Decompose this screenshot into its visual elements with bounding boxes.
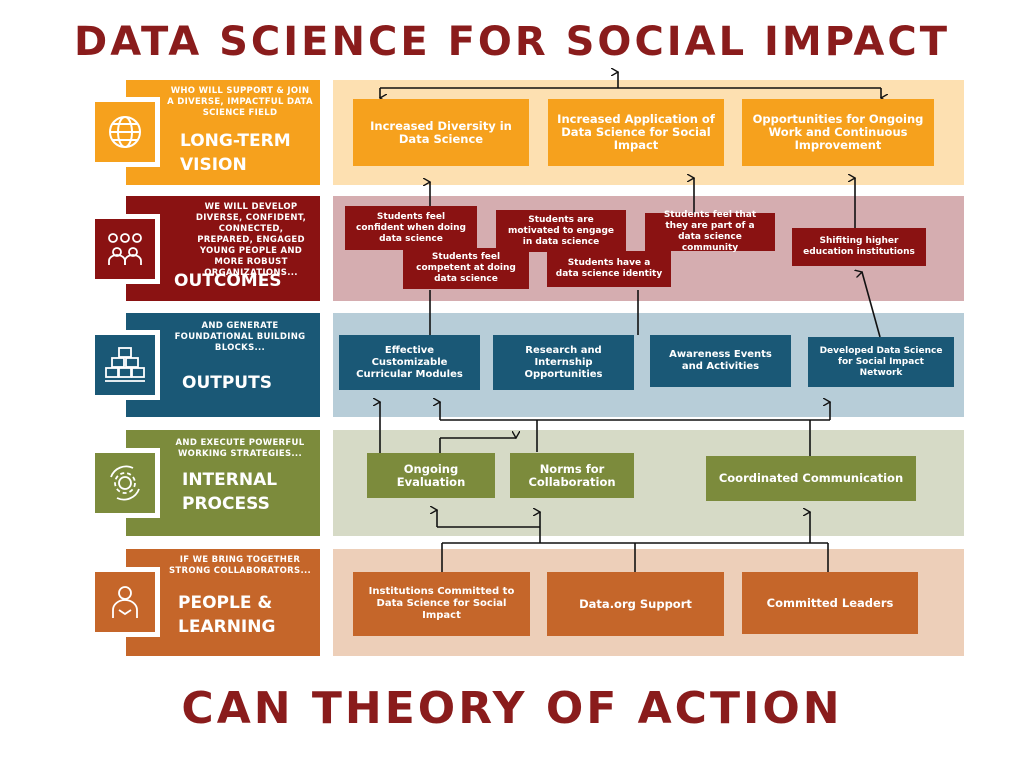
outcome-box: Students feel confident when doing data … bbox=[345, 206, 477, 250]
main-title: DATA SCIENCE FOR SOCIAL IMPACT bbox=[74, 19, 950, 65]
vision-box: Increased Application of Data Science fo… bbox=[548, 99, 724, 166]
process-box: Ongoing Evaluation bbox=[367, 453, 495, 498]
person-icon bbox=[90, 567, 160, 637]
people-box: Committed Leaders bbox=[742, 572, 918, 634]
process-box: Norms for Collaboration bbox=[510, 453, 634, 498]
row-title: OUTCOMES bbox=[174, 271, 282, 291]
output-box: Research and Internship Opportunities bbox=[493, 335, 634, 390]
row-subtitle: WE WILL DEVELOP DIVERSE, CONFIDENT, CONN… bbox=[195, 202, 307, 278]
vision-box: Opportunities for Ongoing Work and Conti… bbox=[742, 99, 934, 166]
gear-cycle-icon bbox=[90, 448, 160, 518]
outcome-box: Students have a data science identity bbox=[547, 251, 671, 287]
row-title: INTERNAL PROCESS bbox=[182, 470, 278, 514]
row-title: OUTPUTS bbox=[182, 373, 272, 393]
outcome-box: Students feel that they are part of a da… bbox=[645, 210, 775, 253]
globe-icon bbox=[90, 97, 160, 167]
people-box: Data.org Support bbox=[547, 572, 724, 636]
process-box: Coordinated Communication bbox=[706, 456, 916, 501]
row-subtitle: AND EXECUTE POWERFUL WORKING STRATEGIES.… bbox=[175, 438, 305, 459]
people-group-icon bbox=[90, 214, 160, 284]
output-box: Effective Customizable Curricular Module… bbox=[339, 335, 480, 390]
output-box: Awareness Events and Activities bbox=[650, 335, 791, 387]
row-subtitle: AND GENERATE FOUNDATIONAL BUILDING BLOCK… bbox=[174, 321, 306, 353]
row-title: PEOPLE & LEARNING bbox=[178, 593, 276, 637]
vision-box: Increased Diversity in Data Science bbox=[353, 99, 529, 166]
output-box: Developed Data Science for Social Impact… bbox=[808, 337, 954, 387]
row-subtitle: WHO WILL SUPPORT & JOIN A DIVERSE, IMPAC… bbox=[167, 86, 313, 118]
row-subtitle: IF WE BRING TOGETHER STRONG COLLABORATOR… bbox=[168, 555, 312, 576]
outcome-box: Students feel competent at doing data sc… bbox=[403, 248, 529, 289]
building-blocks-icon bbox=[90, 330, 160, 400]
outcome-box: Shifiting higher education institutions bbox=[792, 228, 926, 266]
outcome-box: Students are motivated to engage in data… bbox=[496, 210, 626, 252]
row-title: LONG-TERM VISION bbox=[180, 131, 291, 175]
people-box: Institutions Committed to Data Science f… bbox=[353, 572, 530, 636]
row-label-process: AND EXECUTE POWERFUL WORKING STRATEGIES.… bbox=[126, 430, 320, 536]
footer-title: CAN THEORY OF ACTION bbox=[181, 683, 843, 734]
